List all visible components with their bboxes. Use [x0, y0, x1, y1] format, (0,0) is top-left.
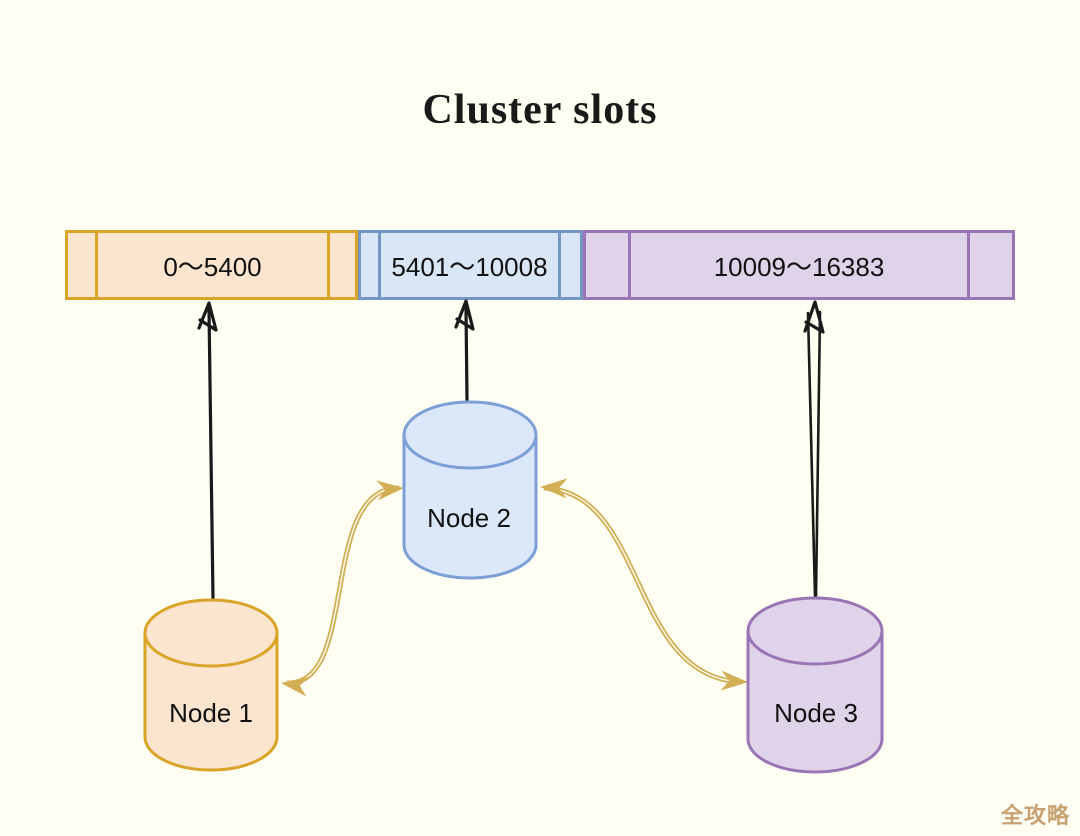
slot-segment-node3: 10009～16383: [583, 230, 1015, 300]
slot-segment-node3-label: 10009～16383: [628, 233, 970, 297]
node2-to-slots-arrow: [454, 299, 475, 402]
slot-segment-node1: 0～5400: [65, 230, 358, 300]
gossip-link-node2-node3-arrow: [540, 478, 748, 691]
node3-cylinder: [746, 596, 884, 774]
node1-to-slots-arrow: [197, 301, 218, 601]
slot-segment-node1-label: 0～5400: [95, 233, 330, 297]
node2-label: Node 2: [427, 503, 511, 533]
node3-label: Node 3: [774, 698, 858, 728]
slot-segment-node2-endcap-left: [361, 233, 378, 297]
slot-segment-node3-endcap-right: [970, 233, 1012, 297]
gossip-link-node1-node2-arrow: [281, 480, 404, 697]
slot-segment-node1-endcap-left: [68, 233, 95, 297]
slot-segment-node2: 5401～10008: [358, 230, 583, 300]
node1-cylinder: [143, 598, 279, 772]
slot-segment-node1-endcap-right: [330, 233, 355, 297]
slot-segment-node3-endcap-left: [586, 233, 628, 297]
slot-segment-node2-endcap-right: [561, 233, 580, 297]
watermark-text: 全攻略: [1000, 803, 1070, 828]
cluster-slot-bar: 0～5400 5401～10008 10009～16383: [65, 230, 1015, 300]
node3-to-slots-arrow: [803, 300, 825, 598]
slot-segment-node2-label: 5401～10008: [378, 233, 561, 297]
node1-label: Node 1: [169, 698, 253, 728]
diagram-title: Cluster slots: [422, 87, 658, 133]
node2-cylinder: [402, 400, 538, 580]
